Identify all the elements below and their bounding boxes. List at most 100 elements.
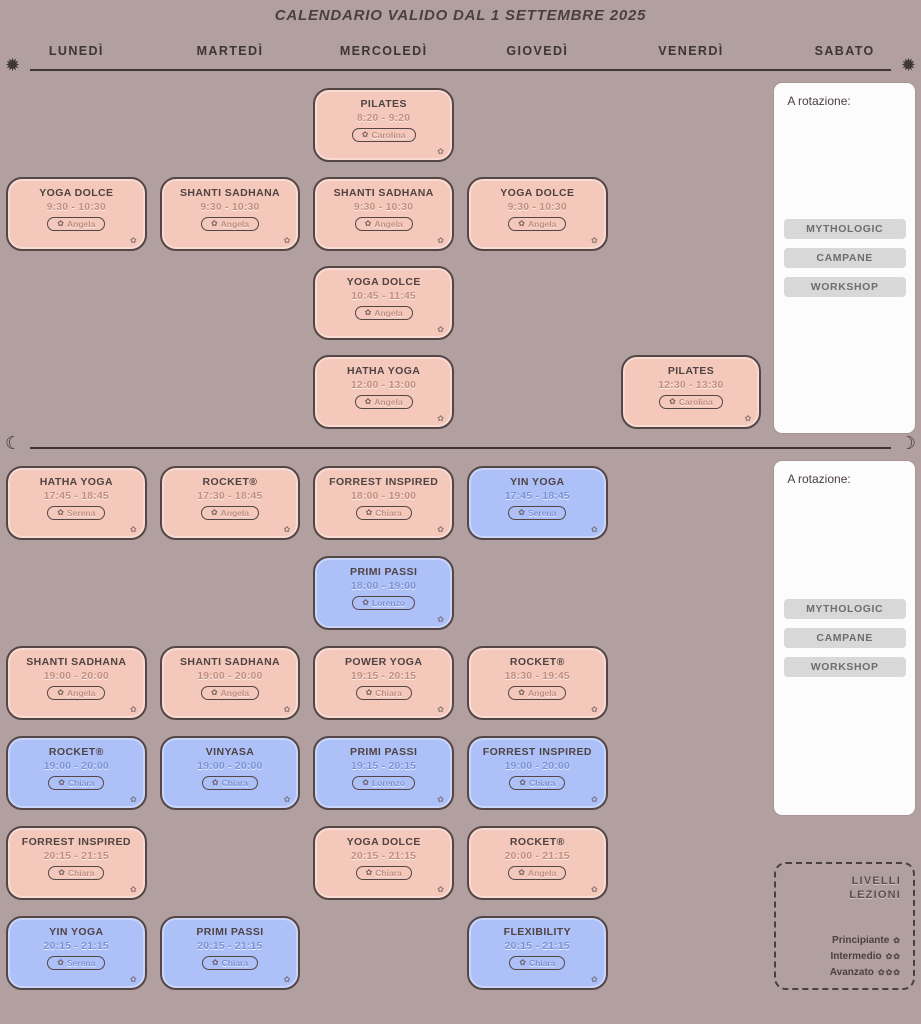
rotation-option: CAMPANE [783,248,906,268]
day-header-sabato: SABATO [814,44,875,58]
level-icon: ✿ [437,885,444,894]
day-header-venerd: VENERDÌ [658,44,724,58]
teacher-pill: ✿ Angela [200,506,260,520]
class-title: SHANTI SADHANA [179,186,281,199]
teacher-pill: ✿ Chiara [355,686,412,700]
legend-label: Avanzato [829,967,874,978]
class-card: SHANTI SADHANA 19:00 - 20:00 ✿ Angela ✿ [159,646,301,720]
day-header-luned: LUNEDÌ [48,44,104,58]
level-icon: ✿ [283,795,291,804]
level-icon: ✿ [437,615,444,624]
class-card: YOGA DOLCE 9:30 - 10:30 ✿ Angela ✿ [6,176,147,251]
level-icon: ✿ [590,525,598,534]
lotus-icon: ✿ [57,958,64,967]
lotus-icon: ✿ [364,396,372,406]
level-icon: ✿ [590,705,598,714]
rotation-option: WORKSHOP [783,657,906,677]
class-title: YIN YOGA [510,476,565,488]
legend-label: Principiante [832,935,890,946]
lotus-icon: ✿ [57,508,64,517]
class-card: PRIMI PASSI 20:15 - 21:15 ✿ Chiara ✿ [159,916,301,990]
class-card: SHANTI SADHANA 9:30 - 10:30 ✿ Angela ✿ [313,176,454,251]
class-title: ROCKET® [509,836,565,848]
legend-item: Principiante ✿ [832,935,901,946]
lotus-icon: ✿ [362,778,369,787]
class-time: 12:00 - 13:00 [351,379,417,391]
legend-title: LIVELLI LEZIONI [849,875,901,902]
class-title: PRIMI PASSI [196,926,264,938]
lotus-icon: ✿ [518,508,525,517]
lotus-icon: ✿ [362,598,369,607]
class-card: POWER YOGA 19:15 - 20:15 ✿ Chiara ✿ [313,646,454,720]
teacher-pill: ✿ Chiara [509,956,566,970]
teacher-name: Chiara [375,688,402,698]
class-time: 18:00 - 19:00 [351,581,417,592]
teacher-name: Chiara [528,958,556,968]
level-icon: ✿ [129,235,137,245]
level-icon: ✿ [283,975,291,984]
level-icon: ✿ [437,525,444,534]
morning-section: PILATES 8:20 - 9:20 ✿ Carolina ✿ YOGA DO… [0,80,921,436]
class-title: FORREST INSPIRED [329,476,439,488]
legend-item: Intermedio ✿✿ [830,951,901,962]
teacher-pill: ✿ Chiara [48,866,105,880]
class-time: 12:30 - 13:30 [658,379,724,391]
teacher-pill: ✿ Chiara [509,776,566,790]
lotus-icon: ✿ [210,218,218,228]
class-time: 20:00 - 21:15 [504,851,570,862]
class-time: 9:30 - 10:30 [354,201,414,213]
class-time: 20:15 - 21:15 [197,941,263,952]
class-card: VINYASA 19:00 - 20:00 ✿ Chiara ✿ [159,736,301,810]
class-card: ROCKET® 18:30 - 19:45 ✿ Angela ✿ [467,646,608,720]
lotus-icon: ✿ [364,307,372,317]
lotus-icon: ✿ [211,958,219,967]
morning-divider: ✹ ✹ [0,56,921,78]
level-icon: ✿ [590,235,598,245]
class-title: FORREST INSPIRED [21,836,131,848]
teacher-pill: ✿ Serena [47,956,106,970]
class-title: POWER YOGA [345,656,423,668]
moon-icon: ☾ [5,433,22,453]
day-header-marted: MARTEDÌ [196,44,264,58]
class-card: ROCKET® 19:00 - 20:00 ✿ Chiara ✿ [6,736,147,810]
class-card: YOGA DOLCE 10:45 - 11:45 ✿ Angela ✿ [313,265,454,340]
class-title: VINYASA [205,746,255,758]
lotus-icon: ✿ [57,218,64,228]
teacher-name: Angela [220,218,250,229]
class-time: 20:15 - 21:15 [504,941,570,952]
class-title: ROCKET® [202,476,258,488]
teacher-name: Angela [528,688,557,698]
teacher-name: Carolina [371,129,406,140]
class-card: ROCKET® 17:30 - 18:45 ✿ Angela ✿ [159,466,301,540]
rotation-option: WORKSHOP [783,277,906,297]
teacher-name: Angela [528,218,557,229]
level-icon: ✿ [437,235,444,245]
moon-icon: ☽ [899,433,916,453]
class-time: 18:00 - 19:00 [351,491,417,502]
class-card: ROCKET® 20:00 - 21:15 ✿ Angela ✿ [467,826,608,900]
teacher-pill: ✿ Angela [508,686,567,700]
class-time: 17:45 - 18:45 [43,491,109,502]
teacher-pill: ✿ Serena [508,506,567,520]
class-time: 9:30 - 10:30 [507,201,567,213]
class-time: 20:15 - 21:15 [43,941,109,952]
class-card: HATHA YOGA 17:45 - 18:45 ✿ Serena ✿ [6,466,147,540]
class-title: FLEXIBILITY [503,926,572,938]
evening-section: HATHA YOGA 17:45 - 18:45 ✿ Serena ✿ ROCK… [0,458,921,998]
teacher-name: Angela [67,688,96,698]
level-icon: ✿ [744,413,752,423]
rotation-label: A rotazione: [787,94,851,108]
level-icon: ✿ [129,525,137,534]
class-time: 17:30 - 18:45 [197,491,263,502]
legend-label: Intermedio [830,951,882,962]
teacher-name: Chiara [375,508,402,518]
class-time: 20:15 - 21:15 [43,851,109,862]
divider-line [30,447,891,449]
teacher-pill: ✿ Chiara [201,956,259,970]
teacher-name: Serena [67,958,96,968]
class-time: 19:00 - 20:00 [43,671,109,682]
teacher-name: Angela [67,218,96,229]
class-title: YOGA DOLCE [39,186,114,199]
class-time: 9:30 - 10:30 [200,201,260,213]
